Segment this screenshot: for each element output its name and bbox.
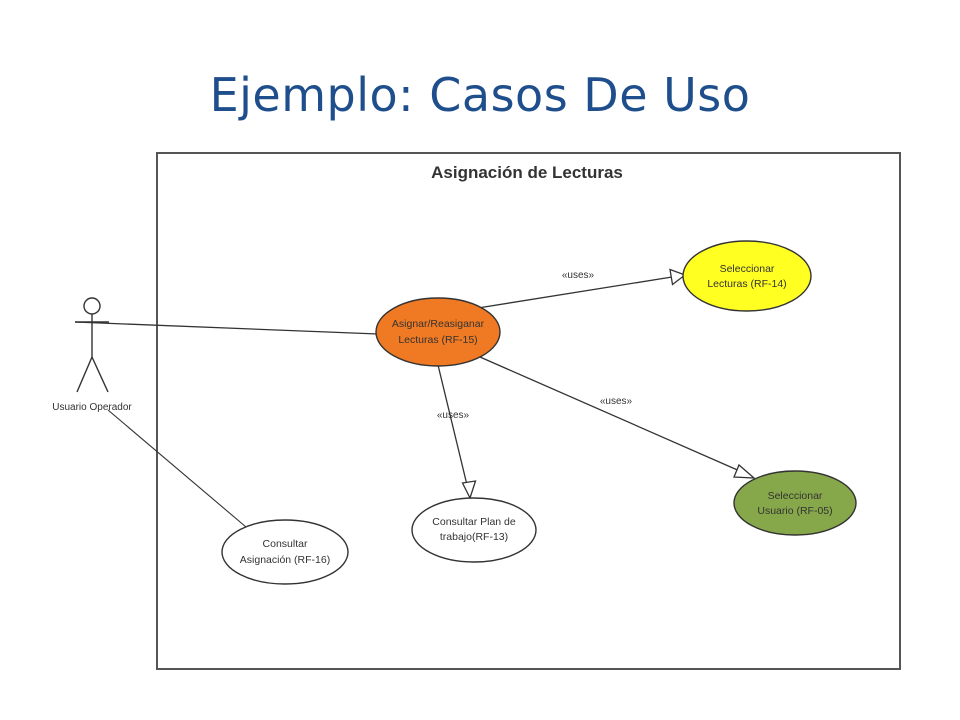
- uses-label-usuario: «uses»: [600, 396, 633, 407]
- use-case-seleccionar-lecturas-line2: Lecturas (RF-14): [707, 278, 786, 290]
- uses-label-lecturas: «uses»: [562, 270, 595, 281]
- use-case-seleccionar-lecturas-line1: Seleccionar: [720, 263, 775, 275]
- use-case-asignar-line2: Lecturas (RF-15): [398, 334, 477, 346]
- actor-left-leg: [76, 356, 93, 393]
- system-boundary: [156, 152, 901, 670]
- use-case-consultar-plan-line1: Consultar Plan de: [432, 516, 516, 528]
- use-case-consultar-asignacion-line1: Consultar: [263, 538, 308, 550]
- use-case-asignar-line1: Asignar/Reasiganar: [392, 318, 485, 330]
- use-case-consultar-plan-line2: trabajo(RF-13): [440, 531, 508, 543]
- use-case-consultar-asignacion-line2: Asignación (RF-16): [240, 554, 330, 566]
- uses-arrowhead-plan: [461, 480, 477, 500]
- actor-right-leg: [91, 356, 109, 393]
- use-case-asignar: [375, 297, 501, 367]
- actor-label: Usuario Operador: [52, 402, 132, 413]
- use-case-seleccionar-usuario: [733, 470, 857, 536]
- uses-arrowhead-lecturas: [669, 268, 687, 286]
- use-case-consultar-plan: [411, 497, 537, 563]
- system-title: Asignación de Lecturas: [431, 163, 623, 182]
- uses-edge-lecturas: [477, 276, 673, 309]
- use-case-seleccionar-usuario-line2: Usuario (RF-05): [757, 505, 832, 517]
- slide-title: Ejemplo: Casos De Uso: [209, 68, 751, 122]
- use-case-seleccionar-lecturas: [682, 240, 812, 312]
- actor-head: [83, 297, 101, 315]
- use-case-consultar-asignacion: [221, 519, 349, 585]
- uses-arrowhead-usuario: [733, 463, 756, 479]
- association-actor-asignar: [74, 321, 379, 335]
- actor-figure: [75, 297, 109, 393]
- uses-edge-plan: [437, 364, 468, 486]
- uses-edge-usuario: [479, 356, 743, 473]
- use-case-seleccionar-usuario-line1: Seleccionar: [768, 490, 823, 502]
- association-actor-consultar-asignacion: [107, 409, 247, 528]
- uses-label-plan: «uses»: [437, 410, 470, 421]
